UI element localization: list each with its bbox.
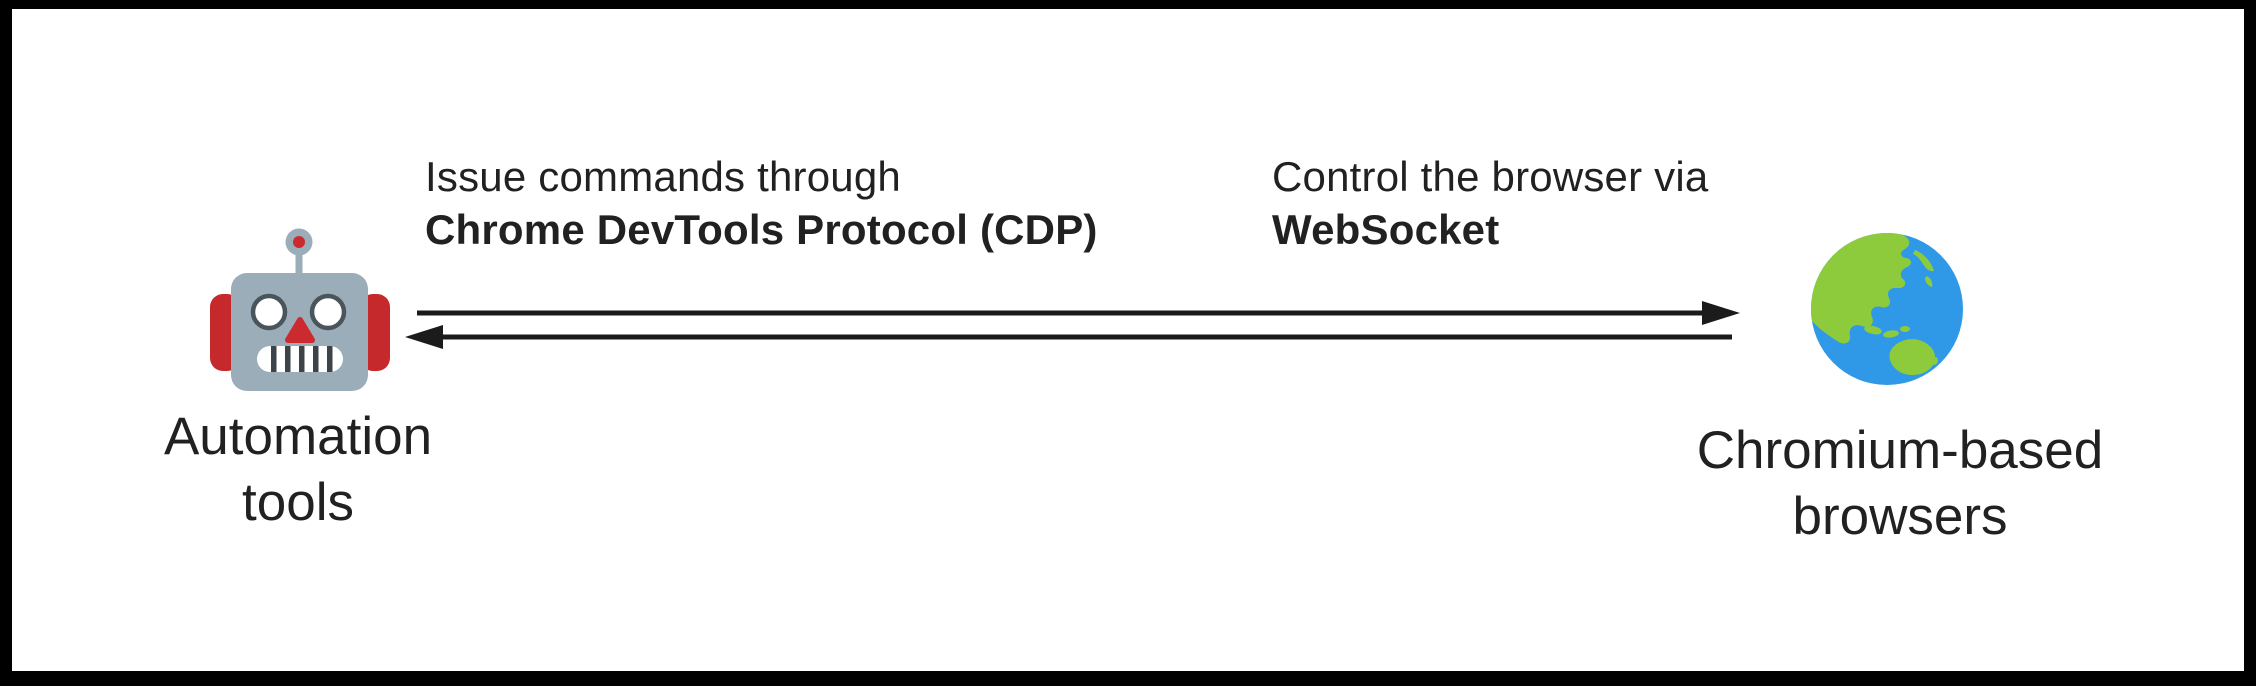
robot-icon xyxy=(210,228,390,391)
robot-mouth xyxy=(257,346,343,372)
reverse-connection-text: Control the browser via xyxy=(1272,153,1709,200)
reverse-connection-label: Control the browser via WebSocket xyxy=(1272,150,1708,256)
reverse-arrowhead-icon xyxy=(405,325,443,349)
right-node-label: Chromium-based browsers xyxy=(1660,418,2140,550)
left-node-label-line2: tools xyxy=(242,473,354,532)
robot-nose xyxy=(285,317,315,343)
forward-connection-text: Issue commands through xyxy=(425,153,901,200)
left-node-label-line1: Automation xyxy=(163,407,433,466)
connection-arrows xyxy=(405,301,1740,349)
left-node-label: Automation tools xyxy=(118,404,478,536)
forward-arrowhead-icon xyxy=(1702,301,1740,325)
robot-eye-left xyxy=(250,293,288,331)
reverse-connection-protocol: WebSocket xyxy=(1272,206,1500,253)
right-node-label-line2: browsers xyxy=(1792,487,2008,546)
forward-connection-label: Issue commands through Chrome DevTools P… xyxy=(425,150,1098,256)
forward-connection-protocol: Chrome DevTools Protocol (CDP) xyxy=(425,206,1098,253)
right-node-label-line1: Chromium-based xyxy=(1696,421,2104,480)
robot-antenna-stem xyxy=(295,250,303,278)
robot-antenna-light xyxy=(293,236,305,248)
globe-asia-australia-icon xyxy=(1811,233,1963,385)
robot-eye-right xyxy=(309,293,347,331)
